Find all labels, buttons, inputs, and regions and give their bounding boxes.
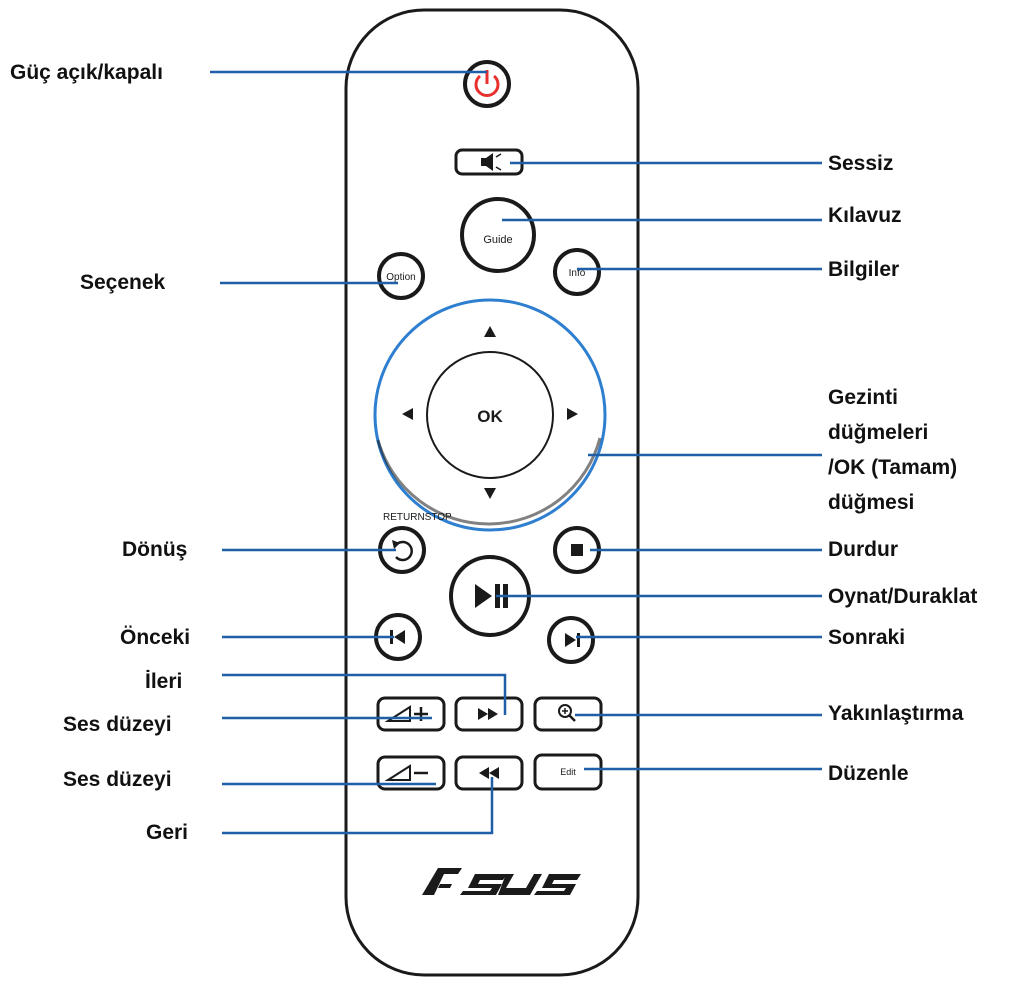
fast-forward-button [454, 696, 524, 732]
info-button: Info [553, 248, 601, 296]
label-navigation-line-2: düğmeleri [828, 421, 929, 444]
volume-up-button [376, 696, 446, 732]
label-play-pause: Oynat/Duraklat [828, 585, 978, 608]
volume-down-button [376, 755, 446, 791]
right-arrow-icon [567, 408, 578, 420]
rewind-icon [479, 767, 499, 779]
navigation-ring: OK [373, 298, 607, 532]
next-button [547, 616, 595, 664]
label-previous: Önceki [120, 626, 191, 649]
label-edit: Düzenle [828, 762, 909, 785]
label-navigation: Gezinti düğmeleri /OK (Tamam) düğmesi [828, 380, 957, 520]
option-button-text: Option [386, 272, 415, 283]
ok-button-text: OK [477, 407, 503, 426]
info-button-text: Info [569, 268, 586, 279]
label-zoom: Yakınlaştırma [828, 702, 964, 725]
label-mute: Sessiz [828, 152, 894, 175]
label-stop: Durdur [828, 538, 898, 561]
label-navigation-line-1: Gezinti [828, 386, 899, 409]
down-arrow-icon [484, 488, 496, 499]
label-power: Güç açık/kapalı [10, 61, 163, 84]
label-guide: Kılavuz [828, 204, 902, 227]
label-volume-up: Ses düzeyi [63, 713, 172, 736]
leader-rewind [222, 777, 494, 835]
label-navigation-line-4: düğmesi [828, 491, 915, 514]
label-volume-down: Ses düzeyi [63, 768, 172, 791]
edit-button: Edit [533, 753, 603, 791]
zoom-magnifier-icon [558, 704, 576, 722]
power-button [463, 60, 511, 108]
stop-icon [571, 544, 583, 556]
label-next: Sonraki [828, 626, 906, 649]
volume-down-icon [384, 764, 428, 781]
label-navigation-line-3: /OK (Tamam) [828, 456, 958, 479]
leader-lines [210, 70, 822, 835]
edit-button-text: Edit [560, 767, 576, 777]
label-forward: İleri [145, 670, 183, 693]
skip-next-icon [565, 633, 580, 647]
label-rewind: Geri [146, 821, 189, 844]
label-option: Seçenek [80, 271, 166, 294]
leader-forward [222, 673, 507, 715]
asus-logo [422, 868, 581, 895]
mute-speaker-icon [481, 153, 502, 171]
rewind-button [454, 755, 524, 791]
return-arrow-icon [392, 540, 413, 562]
return-stop-caption: RETURNSTOP [383, 512, 452, 523]
guide-button: Guide [460, 197, 536, 273]
left-arrow-icon [402, 408, 413, 420]
option-button: Option [377, 252, 425, 300]
fast-forward-icon [478, 708, 498, 720]
guide-button-text: Guide [483, 234, 512, 246]
label-return: Dönüş [122, 538, 188, 561]
label-info: Bilgiler [828, 258, 900, 281]
up-arrow-icon [484, 326, 496, 337]
